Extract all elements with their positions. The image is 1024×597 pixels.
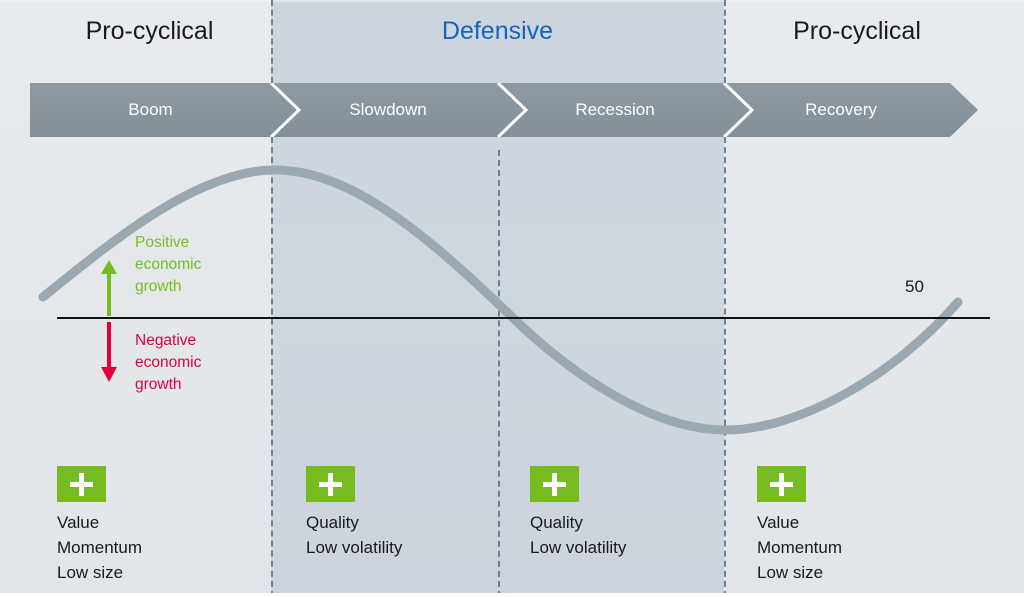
phase-label-recession[interactable]: Recession bbox=[575, 100, 655, 119]
factor-list-recession: Quality Low volatility bbox=[530, 510, 626, 560]
factor-list-slowdown: Quality Low volatility bbox=[306, 510, 402, 560]
positive-growth-line-1: Positive bbox=[135, 234, 190, 251]
positive-growth-line-3: growth bbox=[135, 278, 182, 295]
chevron-separator-3 bbox=[722, 83, 755, 137]
negative-growth-line-1: Negative bbox=[135, 332, 197, 349]
plus-badge-icon bbox=[306, 466, 355, 502]
regime-title-pro-cyclical-right: Pro-cyclical bbox=[793, 17, 921, 45]
factor-list-boom: Value Momentum Low size bbox=[57, 510, 142, 585]
baseline-value-label: 50 bbox=[905, 277, 924, 296]
negative-growth-arrow-icon bbox=[100, 320, 118, 389]
factor-item: Value bbox=[57, 513, 100, 532]
dashed-separator-2 bbox=[498, 150, 500, 597]
positive-growth-arrow-icon bbox=[100, 258, 118, 323]
factor-group-recovery: Value Momentum Low size bbox=[757, 466, 842, 585]
factor-item: Momentum bbox=[57, 538, 143, 557]
negative-growth-note: Negative economic growth bbox=[135, 330, 201, 396]
factor-item: Value bbox=[757, 513, 800, 532]
negative-growth-line-3: growth bbox=[135, 376, 182, 393]
plus-badge-icon bbox=[757, 466, 806, 502]
bottom-trim-line bbox=[0, 593, 1024, 597]
chevron-separator-2 bbox=[496, 83, 529, 137]
chevron-separator-1 bbox=[269, 83, 302, 137]
plus-badge-icon bbox=[530, 466, 579, 502]
negative-growth-line-2: economic bbox=[135, 354, 202, 371]
factor-item: Low size bbox=[57, 563, 124, 582]
regime-title-defensive: Defensive bbox=[441, 17, 554, 45]
factor-item: Low size bbox=[757, 563, 824, 582]
dashed-separator-3-bottom bbox=[724, 137, 726, 597]
factor-group-slowdown: Quality Low volatility bbox=[306, 466, 402, 560]
top-trim-line bbox=[0, 0, 1024, 2]
regime-title-pro-cyclical-left: Pro-cyclical bbox=[85, 17, 214, 45]
positive-growth-line-2: economic bbox=[135, 256, 202, 273]
positive-growth-note: Positive economic growth bbox=[135, 232, 201, 298]
plus-badge-icon bbox=[57, 466, 106, 502]
factor-group-boom: Value Momentum Low size bbox=[57, 466, 142, 585]
cycle-phase-chevron-bar bbox=[30, 83, 978, 137]
dashed-separator-3-top bbox=[724, 0, 726, 83]
factor-item: Quality bbox=[306, 513, 359, 532]
dashed-separator-1-top bbox=[271, 0, 273, 83]
factor-list-recovery: Value Momentum Low size bbox=[757, 510, 842, 585]
factor-item: Low volatility bbox=[306, 538, 403, 557]
phase-label-recovery[interactable]: Recovery bbox=[805, 100, 877, 119]
phase-label-slowdown[interactable]: Slowdown bbox=[349, 100, 427, 119]
factor-item: Quality bbox=[530, 513, 583, 532]
factor-item: Momentum bbox=[757, 538, 843, 557]
zero-baseline bbox=[57, 317, 990, 319]
chevron-bar-body bbox=[30, 83, 978, 137]
phase-label-boom[interactable]: Boom bbox=[128, 100, 173, 119]
factor-group-recession: Quality Low volatility bbox=[530, 466, 626, 560]
factor-item: Low volatility bbox=[530, 538, 627, 557]
dashed-separator-1-bottom bbox=[271, 137, 273, 597]
